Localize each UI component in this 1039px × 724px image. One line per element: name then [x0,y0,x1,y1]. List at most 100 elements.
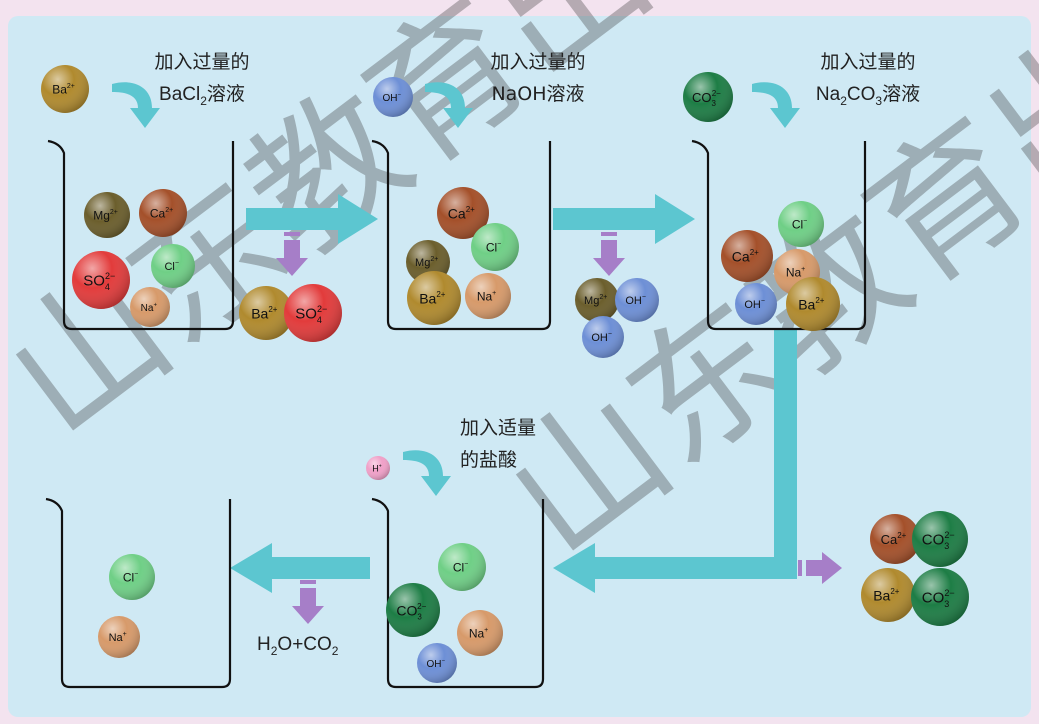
step1-reagent: BaCl [159,84,200,105]
b3-ca-ion: Ca2+ [721,230,773,282]
step3-line1: 加入过量的 [820,51,915,73]
precip-arrow-2 [593,240,625,276]
beakers [45,139,867,689]
b2-ca-ion: Ca2+ [437,187,489,239]
p2-oh2-label: OH− [591,331,612,344]
b2-na-label: Na+ [477,290,496,304]
b5-cl-ion: Cl− [109,554,155,600]
step2-line1: 加入过量的 [490,51,585,73]
reagent-h-ion: H+ [366,456,390,480]
b1-cl-label: Cl− [164,260,178,273]
reagent-co3-label: CO32− [692,89,721,108]
precip-arrow-3 [806,552,842,584]
precipitate-arrows [276,232,842,624]
b1-so4-shading [72,251,130,309]
b3-ba-shading [786,277,840,331]
p2-oh1-label: OH− [625,294,646,307]
add-arrow-2 [425,82,473,128]
b2-cl-ion: Cl− [471,223,519,271]
gas-h: H [257,634,271,655]
b4-na-label: Na+ [469,627,488,641]
b4-cl-shading [438,543,486,591]
reagent-co3-shading [683,72,733,122]
ions-layer: Ba2+ OH− CO32− H+ Mg2+ Ca2+ Cl− SO42− Na+ Ba2+ SO4… [41,65,969,683]
b2-cl-shading [471,223,519,271]
p1-so4-ion: SO42− [284,284,342,342]
b1-ca-ion: Ca2+ [139,189,187,237]
step1-solution: 溶液 [207,83,245,105]
b3-ba-label: Ba2+ [798,296,825,312]
p1-so4-label: SO42− [295,304,327,325]
p3-ca-ion: Ca2+ [870,514,920,564]
add-arrow-3 [752,82,800,128]
b3-ca-label: Ca2+ [732,248,759,264]
step3-line2: Na2CO3溶液 [816,83,920,108]
b5-cl-shading [109,554,155,600]
b2-ca-shading [437,187,489,239]
p1-ba-label: Ba2+ [251,305,278,321]
b1-ca-shading [139,189,187,237]
p3-co3-1-shading [912,511,968,567]
reagent-ba-shading [41,65,89,113]
b1-na-label: Na+ [141,302,158,314]
gas-arrow [292,588,324,624]
process-arrows [230,194,797,593]
b4-na-shading [457,610,503,656]
b4-oh-ion: OH− [417,643,457,683]
b1-cl-ion: Cl− [151,244,195,288]
p1-ba-shading [239,286,293,340]
precip-arrow-1-stripe [284,232,300,236]
reagent-ba-label: Ba2+ [52,83,75,97]
step4-line2: 的盐酸 [460,449,517,471]
b2-na-ion: Na+ [465,273,511,319]
b5-cl-label: Cl− [123,571,138,585]
p3-co3-2-shading [911,568,969,626]
beaker-1 [47,139,235,331]
p2-oh1-shading [615,278,659,322]
b1-mg-label: Mg2+ [93,209,118,223]
arrow-beaker3-to-beaker4 [553,330,797,593]
p3-co3-1-label: CO32− [922,530,955,551]
p2-oh2-ion: OH− [582,316,624,358]
b1-mg-shading [84,192,130,238]
b2-mg-label: Mg2+ [415,256,438,269]
p3-ba-ion: Ba2+ [861,568,915,622]
p3-co3-2-label: CO32− [922,588,955,609]
b4-co3-shading [386,583,440,637]
b5-na-label: Na+ [109,631,127,644]
step1-reagent-sub: 2 [200,94,207,108]
p2-mg-label: Mg2+ [584,294,607,307]
beaker-4 [371,497,545,689]
b4-cl-label: Cl− [453,561,468,575]
step3-reagent-sub1: 2 [840,94,847,108]
step4-line1: 加入适量 [460,417,536,439]
b5-na-ion: Na+ [98,616,140,658]
step3-reagent-a: Na [816,84,841,105]
gas-oco: O+CO [277,634,331,655]
b2-cl-label: Cl− [486,241,501,255]
b1-na-ion: Na+ [130,287,170,327]
b5-na-shading [98,616,140,658]
b2-ba-label: Ba2+ [419,290,446,306]
b1-so4-label: SO42− [83,271,115,292]
b3-cl-ion: Cl− [778,201,824,247]
b1-cl-shading [151,244,195,288]
b1-mg-ion: Mg2+ [84,192,130,238]
b1-ca-label: Ca2+ [150,207,173,221]
step2-line2: NaOH溶液 [491,83,584,105]
b1-na-shading [130,287,170,327]
add-arrow-4 [403,450,451,496]
arrow-beaker4-to-beaker5 [230,543,370,593]
p3-ca-label: Ca2+ [881,531,907,547]
arrow-beaker2-to-beaker3 [553,194,695,244]
gas-h-sub: 2 [271,644,278,658]
b1-so4-ion: SO42− [72,251,130,309]
b3-cl-label: Cl− [792,218,807,232]
p2-oh2-shading [582,316,624,358]
p3-ca-shading [870,514,920,564]
b4-oh-shading [417,643,457,683]
reagent-co3-ion: CO32− [683,72,733,122]
p3-ba-label: Ba2+ [873,587,900,603]
precip-arrow-3-stripe [798,560,802,576]
